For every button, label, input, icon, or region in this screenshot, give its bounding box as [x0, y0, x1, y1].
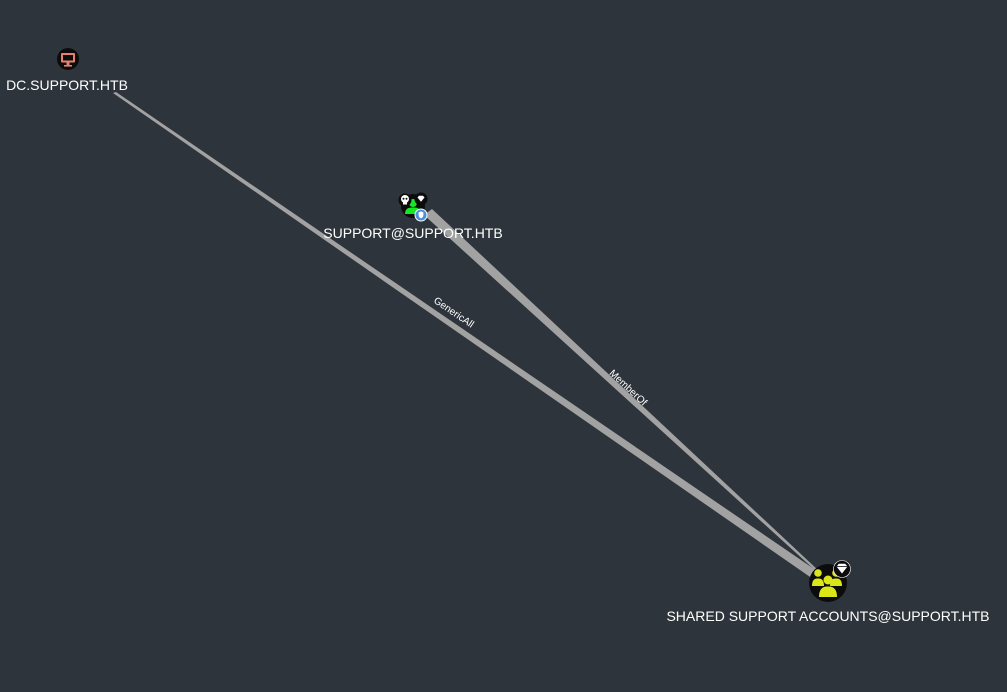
edge-generic-all-line[interactable]	[113, 92, 820, 579]
skull-icon	[398, 193, 412, 207]
edge-member-of-line[interactable]	[424, 209, 819, 572]
shield-icon	[414, 208, 428, 222]
node-shared-support-accounts[interactable]: SHARED SUPPORT ACCOUNTS@SUPPORT.HTB	[666, 560, 990, 625]
node-label-dc: DC.SUPPORT.HTB	[6, 77, 128, 93]
node-label-support-user: SUPPORT@SUPPORT.HTB	[323, 225, 502, 241]
edge-member-of[interactable]: MemberOf	[424, 209, 819, 572]
monitor-icon	[61, 53, 75, 67]
diamond-icon	[414, 192, 428, 206]
node-label-shared-support-accounts: SHARED SUPPORT ACCOUNTS@SUPPORT.HTB	[666, 608, 989, 624]
diamond-icon	[833, 560, 851, 578]
node-support-user[interactable]: SUPPORT@SUPPORT.HTB	[323, 192, 503, 242]
node-dc-support-htb[interactable]: DC.SUPPORT.HTB	[6, 48, 128, 93]
edge-label-member-of: MemberOf	[607, 368, 649, 409]
edge-generic-all[interactable]: GenericAll	[113, 92, 820, 579]
